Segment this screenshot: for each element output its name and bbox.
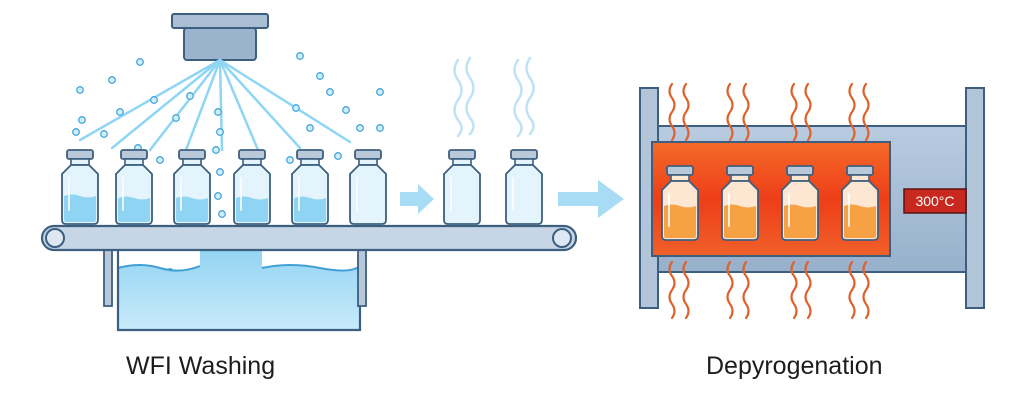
spray-jet bbox=[78, 58, 222, 142]
heat-wave bbox=[668, 82, 676, 142]
vial-icon bbox=[721, 165, 759, 241]
vial-icon bbox=[661, 165, 699, 241]
conveyor-belt-icon bbox=[40, 224, 578, 252]
steam-wisp bbox=[465, 56, 475, 136]
steam-wisp bbox=[513, 58, 523, 138]
heat-wave bbox=[790, 260, 798, 320]
temperature-readout: 300°C bbox=[915, 193, 954, 209]
droplet bbox=[356, 124, 364, 132]
droplet bbox=[326, 88, 334, 96]
spray-jets bbox=[78, 58, 352, 152]
droplet bbox=[216, 128, 224, 136]
oven-vials bbox=[661, 165, 879, 241]
droplet bbox=[214, 192, 222, 200]
droplet bbox=[316, 72, 324, 80]
droplet bbox=[376, 124, 384, 132]
vial-icon bbox=[841, 165, 879, 241]
vial-icon bbox=[291, 149, 329, 225]
vial-icon bbox=[115, 149, 153, 225]
vial-icon bbox=[781, 165, 819, 241]
droplet bbox=[306, 124, 314, 132]
droplet bbox=[376, 88, 384, 96]
heat-wave bbox=[790, 82, 798, 142]
heat-wave bbox=[862, 260, 870, 320]
vial-icon bbox=[349, 149, 387, 225]
droplet bbox=[78, 116, 86, 124]
vial-icon bbox=[443, 149, 481, 225]
steam-wisp bbox=[453, 58, 463, 138]
vial-icon bbox=[233, 149, 271, 225]
droplet bbox=[334, 152, 342, 160]
vial-icon bbox=[61, 149, 99, 225]
temperature-badge: 300°C bbox=[903, 188, 967, 214]
spray-nozzle-icon bbox=[171, 13, 269, 61]
droplet bbox=[342, 106, 350, 114]
droplet bbox=[286, 156, 294, 164]
heat-wave bbox=[682, 82, 690, 142]
spray-jet bbox=[184, 58, 222, 152]
heat-wave bbox=[726, 82, 734, 142]
steam-wisp bbox=[525, 56, 535, 136]
water-tank-icon bbox=[103, 235, 367, 332]
spray-jet bbox=[218, 58, 224, 152]
vial-icon bbox=[505, 149, 543, 225]
heat-wave-icon bbox=[668, 82, 870, 320]
heat-wave bbox=[848, 260, 856, 320]
droplet bbox=[186, 92, 194, 100]
droplet bbox=[100, 130, 108, 138]
droplet bbox=[72, 128, 80, 136]
droplet bbox=[296, 52, 304, 60]
heat-wave bbox=[804, 82, 812, 142]
depyrogenation-label: Depyrogenation bbox=[706, 352, 883, 380]
spray-jet bbox=[218, 58, 352, 144]
droplet bbox=[292, 104, 300, 112]
washing-vials bbox=[61, 149, 543, 225]
heat-wave bbox=[742, 260, 750, 320]
spray-jet bbox=[110, 58, 222, 150]
spray-jet bbox=[218, 58, 302, 150]
droplet bbox=[108, 76, 116, 84]
droplet bbox=[214, 108, 222, 116]
flow-arrow-icon bbox=[400, 180, 624, 218]
steam-icon bbox=[453, 56, 535, 138]
heat-wave bbox=[742, 82, 750, 142]
spray-jet bbox=[218, 58, 260, 152]
heat-wave bbox=[726, 260, 734, 320]
droplet bbox=[172, 114, 180, 122]
spray-jet bbox=[148, 58, 222, 152]
droplet bbox=[136, 58, 144, 66]
heat-wave bbox=[682, 260, 690, 320]
heat-wave bbox=[804, 260, 812, 320]
droplet bbox=[76, 86, 84, 94]
heat-wave bbox=[668, 260, 676, 320]
vial-icon bbox=[173, 149, 211, 225]
droplet bbox=[216, 168, 224, 176]
droplet bbox=[150, 96, 158, 104]
washing-label: WFI Washing bbox=[126, 352, 276, 380]
droplet bbox=[218, 210, 226, 218]
heat-wave bbox=[848, 82, 856, 142]
droplet bbox=[116, 108, 124, 116]
heat-wave bbox=[862, 82, 870, 142]
droplet bbox=[212, 146, 220, 154]
droplet bbox=[156, 156, 164, 164]
